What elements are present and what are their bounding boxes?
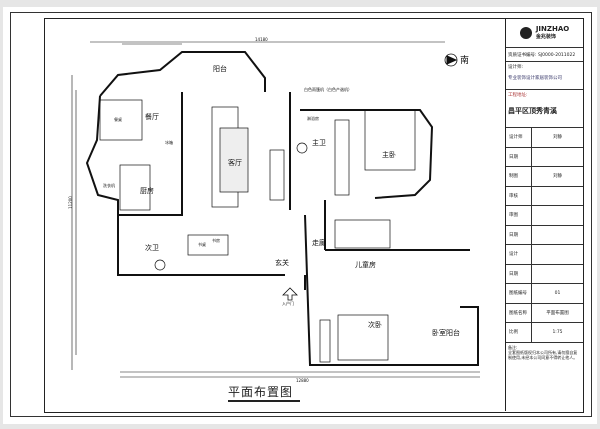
brand-en: JINZHAO xyxy=(535,25,570,33)
info-row: 日期 xyxy=(506,225,583,245)
info-row: 审图 xyxy=(506,206,583,226)
kitchen-counter xyxy=(119,164,151,211)
title-underline xyxy=(228,400,300,402)
notes-section: 备注: 全套图纸版权归本公司所有,请勿擅自复制使用,未经本公司同意不得转让他人。 xyxy=(506,343,583,362)
notes-text: 全套图纸版权归本公司所有,请勿擅自复制使用,未经本公司同意不得转让他人。 xyxy=(508,349,578,360)
room-label-study: 书房 xyxy=(212,238,220,243)
brand-logo: JINZHAO 金兆装饰 xyxy=(506,18,583,48)
license: 资质证书编号: SJ0000-2011022 xyxy=(506,48,583,62)
walls xyxy=(85,51,479,366)
kids-bed xyxy=(334,219,391,249)
notes-label: 备注: xyxy=(508,344,518,350)
room-label-master-bed: 主卧 xyxy=(382,151,396,159)
info-row: 设计 xyxy=(506,245,583,265)
drawing-sheet xyxy=(3,7,597,424)
wardrobe-master xyxy=(334,119,350,196)
dining-table xyxy=(99,99,143,141)
info-row: 日期 xyxy=(506,147,583,167)
fridge-annotation: 冰箱 xyxy=(165,140,173,145)
sheet-outer-border xyxy=(10,12,592,417)
table-annotation: 餐桌 xyxy=(114,117,122,122)
logo-icon xyxy=(519,26,532,39)
info-row: 日期 xyxy=(506,264,583,284)
room-label-corridor: 走廊 xyxy=(312,239,326,247)
info-row: 制图刘静 xyxy=(506,167,583,187)
designer-section: 设计师: 专业装饰设计家居装饰公司 xyxy=(506,62,583,90)
dimension-bottom-total: 12880 xyxy=(296,378,309,383)
dimension-top-total: 14180 xyxy=(255,37,268,42)
dimension-lines xyxy=(71,41,480,378)
fixture-annotation: 白色雨篷机（白色产谐机） xyxy=(304,87,352,92)
master-toilet xyxy=(296,142,308,154)
drawing-title: 平面布置图 xyxy=(228,385,294,399)
shower-annotation: 淋浴房 xyxy=(307,116,319,121)
rug xyxy=(219,127,249,193)
info-row: 设计师刘静 xyxy=(506,128,583,148)
toilet xyxy=(154,259,166,271)
room-label-kitchen: 厨房 xyxy=(140,187,154,195)
project-section: 工程地址: 昌平区顶秀青溪 xyxy=(506,90,583,128)
bed-master xyxy=(364,109,416,171)
entry-annotation: 入户门 xyxy=(282,301,294,306)
desk xyxy=(187,234,229,256)
room-label-second-bed: 次卧 xyxy=(368,321,382,329)
room-label-master-bath: 主卫 xyxy=(312,139,326,147)
info-row: 审核 xyxy=(506,186,583,206)
north-label: 南 xyxy=(460,56,470,66)
tv-cabinet xyxy=(269,149,285,201)
brand-cn: 金兆装饰 xyxy=(535,34,556,40)
sheet-inner-border xyxy=(44,18,584,413)
room-label-dining: 餐厅 xyxy=(145,113,159,121)
bed-second xyxy=(337,314,389,361)
room-label-balcony: 阳台 xyxy=(213,65,227,73)
room-label-guest-bath: 次卫 xyxy=(145,244,159,252)
room-label-foyer: 玄关 xyxy=(275,259,289,267)
project-label: 工程地址: xyxy=(508,93,528,98)
info-row: 图纸名称平面布置图 xyxy=(506,303,583,323)
entry-arrow-icon xyxy=(282,287,298,301)
north-arrow-icon xyxy=(444,53,458,67)
desk-annotation: 书桌 xyxy=(198,242,206,247)
room-label-living: 客厅 xyxy=(228,159,242,167)
project-name: 昌平区顶秀青溪 xyxy=(508,107,557,115)
washer-annotation: 洗衣机 xyxy=(103,183,115,188)
room-label-bedroom-balcony: 卧室阳台 xyxy=(432,329,460,337)
designer-label: 设计师: xyxy=(508,65,524,70)
designer-note: 专业装饰设计家居装饰公司 xyxy=(508,76,562,81)
dimension-left-total: 11200 xyxy=(67,196,73,209)
furniture xyxy=(99,99,416,363)
room-label-kids-room: 儿童房 xyxy=(355,261,376,269)
wardrobe-second xyxy=(319,319,331,363)
title-block: JINZHAO 金兆装饰 资质证书编号: SJ0000-2011022 设计师:… xyxy=(505,18,583,411)
